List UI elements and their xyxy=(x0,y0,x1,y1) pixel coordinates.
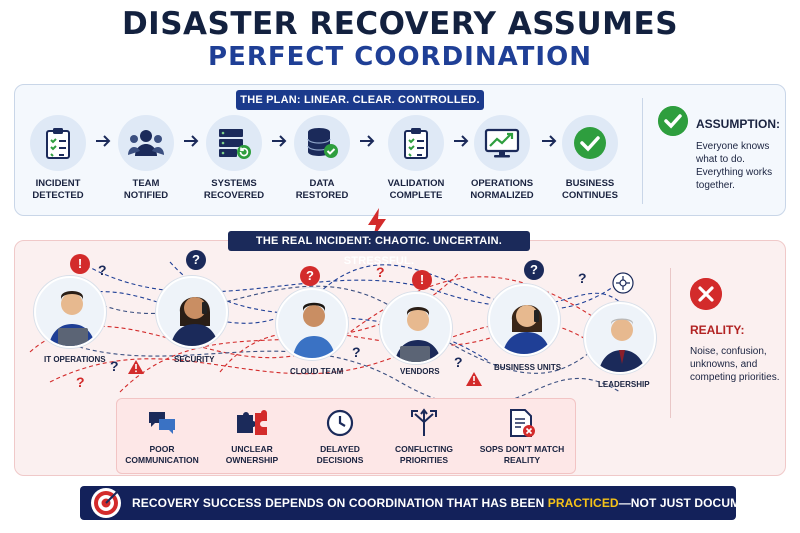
warning-triangle-icon xyxy=(466,372,482,386)
person-label: SECURITY xyxy=(174,355,215,364)
clipboard-checklist-icon xyxy=(46,128,70,159)
step-label: DATA RESTORED xyxy=(295,178,349,201)
arrow-right-icon xyxy=(272,135,287,147)
title-line-1: DISASTER RECOVERY ASSUMES xyxy=(121,6,679,42)
chat-bubbles-icon xyxy=(149,412,175,434)
person-label: BUSINESS UNITS xyxy=(494,363,562,372)
monitor-chart-icon xyxy=(484,128,520,158)
issue-label: SOPs DON'T MATCH REALITY xyxy=(479,444,565,465)
x-circle-icon xyxy=(690,278,722,310)
footer-text: RECOVERY SUCCESS DEPENDS ON COORDINATION… xyxy=(132,496,785,510)
issue-label: DELAYED DECISIONS xyxy=(316,444,364,465)
person-laptop-icon xyxy=(48,291,96,346)
target-icon xyxy=(91,488,121,518)
person-phone-icon xyxy=(170,296,219,346)
lightning-bolt-icon xyxy=(368,208,386,238)
question-bubble-icon: ? xyxy=(524,260,544,280)
question-mark-icon: ? xyxy=(454,354,463,370)
issue-poor-communication: POOR COMMUNICATION xyxy=(116,408,208,466)
arrow-right-icon xyxy=(184,135,199,147)
person-worried-icon xyxy=(598,318,646,372)
question-mark-icon: ? xyxy=(376,264,385,280)
person-phone-icon xyxy=(502,304,551,354)
step-team-notified: TEAM NOTIFIED xyxy=(104,115,188,202)
person-laptop-icon xyxy=(394,307,442,362)
issue-unclear-ownership: UNCLEAR OWNERSHIP xyxy=(206,408,298,466)
puzzle-icon xyxy=(237,410,267,435)
question-mark-icon: ? xyxy=(352,344,361,360)
question-bubble-icon: ? xyxy=(186,250,206,270)
team-icon xyxy=(128,130,164,156)
question-mark-icon: ? xyxy=(76,374,85,390)
title-line-2: PERFECT COORDINATION xyxy=(208,42,592,72)
reality-text: Noise, confusion, unknowns, and competin… xyxy=(690,346,780,383)
issue-delayed-decisions: DELAYED DECISIONS xyxy=(294,408,386,466)
person-it-operations xyxy=(34,276,106,348)
person-business-units xyxy=(488,284,560,356)
reality-banner: THE REAL INCIDENT: CHAOTIC. UNCERTAIN. S… xyxy=(228,231,530,267)
person-shrug-icon xyxy=(292,302,336,358)
footer-banner xyxy=(80,486,736,520)
warning-triangle-icon xyxy=(128,360,144,374)
server-refresh-icon xyxy=(219,129,251,159)
person-cloud-team xyxy=(276,288,348,360)
arrow-right-icon xyxy=(360,135,375,147)
step-label: OPERATIONS NORMALIZED xyxy=(470,178,534,201)
alert-bubble-icon: ! xyxy=(70,254,90,274)
footer-highlight: PRACTICED xyxy=(547,496,619,510)
database-check-icon xyxy=(307,128,338,158)
clipboard-validation-icon xyxy=(404,128,428,159)
divider xyxy=(670,268,671,418)
question-mark-icon: ? xyxy=(110,358,119,374)
issue-conflicting-priorities: CONFLICTING PRIORITIES xyxy=(378,408,470,466)
question-bubble-icon: ? xyxy=(300,266,320,286)
issue-label: CONFLICTING PRIORITIES xyxy=(394,444,454,465)
issues-strip xyxy=(116,398,576,474)
arrow-right-icon xyxy=(454,135,469,147)
question-mark-icon: ? xyxy=(98,262,107,278)
step-business-continues: BUSINESS CONTINUES xyxy=(548,115,632,202)
person-label: VENDORS xyxy=(400,367,440,376)
check-circle-icon xyxy=(658,106,688,136)
person-label: IT OPERATIONS xyxy=(44,355,106,364)
person-security xyxy=(156,276,228,348)
step-incident-detected: INCIDENT DETECTED xyxy=(16,115,100,202)
question-mark-icon: ? xyxy=(578,270,587,286)
alert-bubble-icon: ! xyxy=(412,270,432,290)
step-validation-complete: VALIDATION COMPLETE xyxy=(374,115,458,202)
reality-title: REALITY: xyxy=(690,323,745,337)
plan-banner: THE PLAN: LINEAR. CLEAR. CONTROLLED. xyxy=(236,90,484,110)
person-label: CLOUD TEAM xyxy=(290,367,344,376)
assumption-title: ASSUMPTION: xyxy=(696,117,780,131)
divider xyxy=(642,98,643,204)
step-label: BUSINESS CONTINUES xyxy=(562,178,618,201)
assumption-text: Everyone knows what to do. Everything wo… xyxy=(696,141,773,191)
issue-sops-mismatch: SOPs DON'T MATCH REALITY xyxy=(476,408,568,466)
person-label: LEADERSHIP xyxy=(598,380,650,389)
document-error-icon xyxy=(510,409,535,437)
step-operations-normalized: OPERATIONS NORMALIZED xyxy=(460,115,544,202)
person-vendors xyxy=(380,292,452,364)
step-systems-recovered: SYSTEMS RECOVERED xyxy=(192,115,276,202)
step-data-restored: DATA RESTORED xyxy=(280,115,364,202)
arrow-right-icon xyxy=(96,135,111,147)
step-label: TEAM NOTIFIED xyxy=(123,178,169,201)
network-icon xyxy=(612,272,634,294)
step-label: VALIDATION COMPLETE xyxy=(387,178,445,201)
issue-label: UNCLEAR OWNERSHIP xyxy=(225,444,279,465)
issue-label: POOR COMMUNICATION xyxy=(125,444,199,465)
diverging-arrows-icon xyxy=(411,408,437,436)
check-circle-icon xyxy=(574,127,606,159)
person-leadership xyxy=(584,302,656,374)
arrow-right-icon xyxy=(542,135,557,147)
step-label: INCIDENT DETECTED xyxy=(32,178,84,201)
step-label: SYSTEMS RECOVERED xyxy=(203,178,265,201)
clock-icon xyxy=(326,409,354,437)
